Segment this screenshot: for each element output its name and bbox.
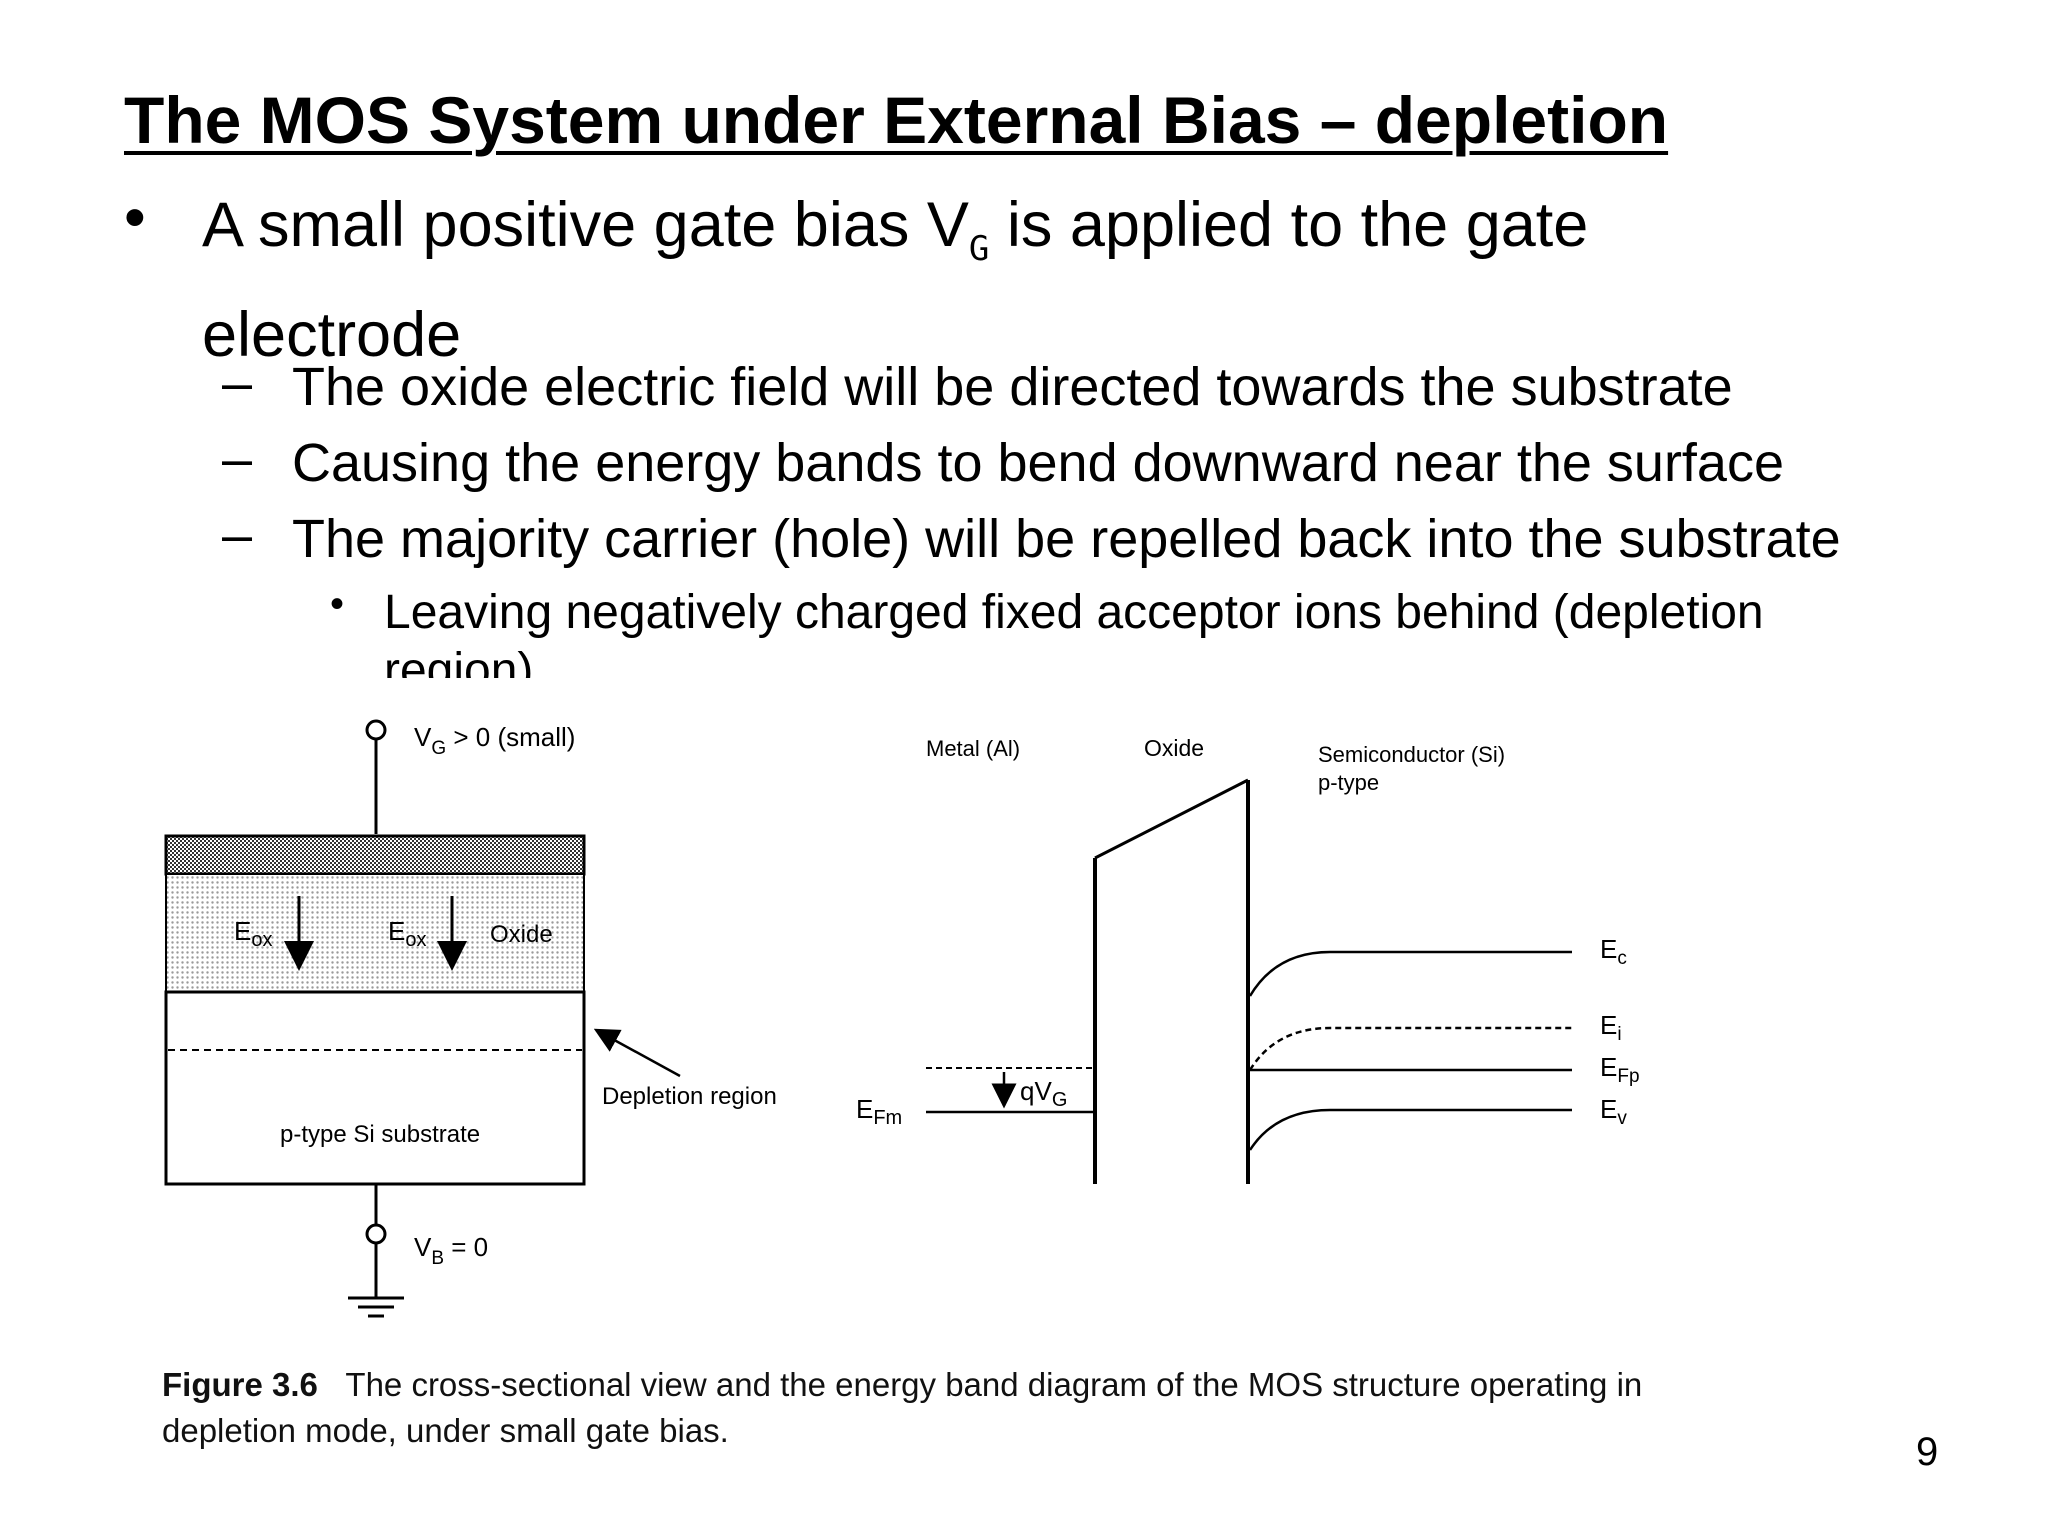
caption-label: Figure 3.6: [162, 1366, 318, 1403]
semiconductor-label: Semiconductor (Si): [1318, 742, 1505, 767]
sub-sub-bullet: Leaving negatively charged fixed accepto…: [384, 586, 1764, 678]
oxide-conduction-edge: [1094, 778, 1249, 860]
depletion-pointer-icon: [593, 1028, 681, 1078]
metal-label: Metal (Al): [926, 736, 1020, 761]
oxide-layer-label: Oxide: [490, 921, 553, 948]
valence-band: [1248, 1108, 1572, 1151]
dash-marker: –: [222, 505, 253, 565]
vb-label: VB = 0: [414, 1232, 488, 1269]
vg-label: VG > 0 (small): [414, 722, 575, 759]
page-number: 9: [1916, 1430, 1939, 1474]
efp-label: EFp: [1600, 1052, 1640, 1087]
bullet-marker: •: [124, 183, 146, 252]
slide-title: The MOS System under External Bias – dep…: [124, 83, 1669, 157]
eox-label-2: Eox: [388, 916, 426, 951]
main-bullet-text-before: A small positive gate bias V: [202, 190, 969, 260]
efm-label: EFm: [856, 1094, 902, 1129]
sub-bullet-marker: •: [330, 582, 345, 626]
ec-label: Ec: [1600, 934, 1627, 969]
cross-section: VG > 0 (small) Eox Eox Oxide p-type Si s…: [164, 719, 777, 1318]
sub-bullet-2: Causing the energy bands to bend downwar…: [292, 433, 1784, 493]
dash-marker: –: [222, 429, 253, 489]
sub-bullet-1: The oxide electric field will be directe…: [292, 357, 1733, 417]
intrinsic-level: [1248, 1026, 1572, 1071]
main-bullet-text-after: is applied to the gate electrode: [202, 190, 1589, 370]
dash-marker: –: [222, 353, 253, 413]
p-type-label: p-type: [1318, 770, 1379, 795]
ev-label: Ev: [1600, 1094, 1627, 1129]
substrate-label: p-type Si substrate: [280, 1121, 480, 1148]
main-bullet: A small positive gate bias VG is applied…: [202, 182, 1852, 378]
ground-icon: [348, 1296, 404, 1318]
substrate: [164, 990, 586, 1186]
conduction-band: [1248, 950, 1572, 997]
caption-text: The cross-sectional view and the energy …: [162, 1366, 1643, 1449]
sub-sub-bullet-container: • Leaving negatively charged fixed accep…: [330, 578, 1930, 678]
band-diagram: Metal (Al) Oxide Semiconductor (Si) p-ty…: [856, 735, 1640, 1184]
main-bullet-subscript: G: [968, 229, 990, 269]
oxide-label: Oxide: [1144, 735, 1204, 761]
figure-caption: Figure 3.6 The cross-sectional view and …: [162, 1362, 1662, 1454]
metal-gate: [164, 834, 586, 876]
eox-label-1: Eox: [234, 916, 272, 951]
sub-bullet-3: The majority carrier (hole) will be repe…: [292, 509, 1841, 569]
bulk-terminal-icon: [365, 1223, 387, 1245]
ei-label: Ei: [1600, 1010, 1622, 1045]
qvg-label: qVG: [1020, 1076, 1067, 1111]
gate-terminal-icon: [365, 719, 387, 741]
depletion-region-label: Depletion region: [602, 1083, 777, 1110]
oxide-layer: [165, 873, 585, 993]
